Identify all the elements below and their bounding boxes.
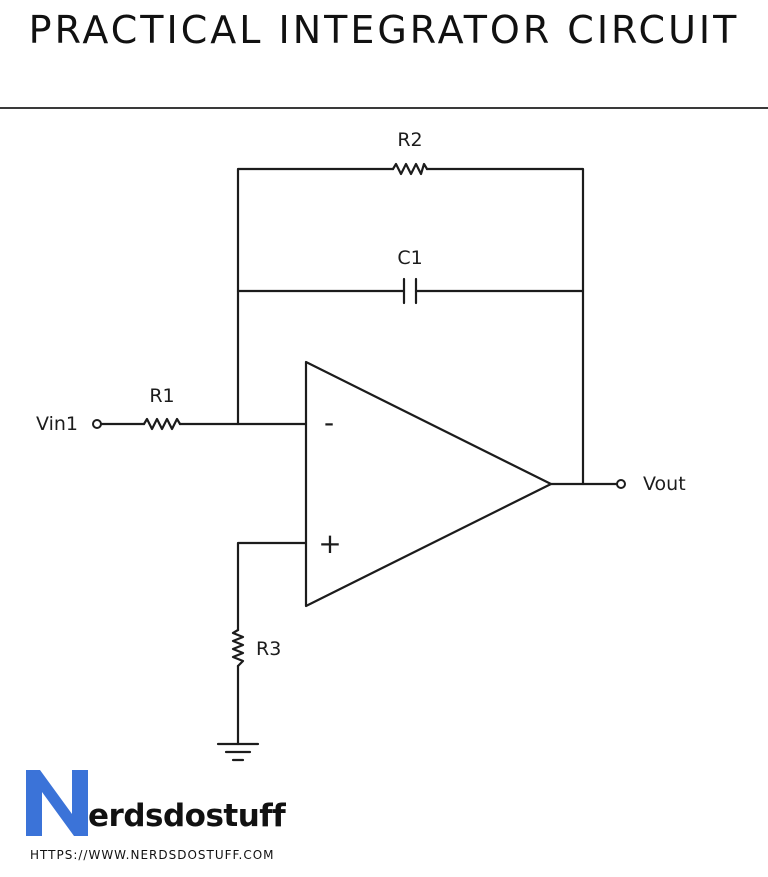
r1-resistor — [142, 417, 182, 431]
r3-label: R3 — [256, 638, 281, 660]
vout-label: Vout — [643, 473, 686, 495]
nerdsdostuff-logo-icon — [26, 770, 88, 836]
non-inverting-wire — [236, 541, 308, 746]
page-title: PRACTICAL INTEGRATOR CIRCUIT — [28, 8, 740, 52]
title-divider — [0, 107, 768, 109]
logo-n-shape — [26, 770, 88, 836]
r3-resistor — [231, 628, 245, 668]
inverting-input-sign: - — [324, 406, 334, 439]
c1-label: C1 — [397, 247, 422, 269]
vout-terminal — [616, 479, 626, 489]
ground-symbol — [216, 742, 260, 762]
r2-label: R2 — [397, 129, 422, 151]
brand-url: HTTPS://WWW.NERDSDOSTUFF.COM — [30, 848, 275, 862]
vin1-terminal — [92, 419, 102, 429]
non-inverting-input-sign: + — [318, 527, 341, 560]
brand-footer: erdsdostuff HTTPS://WWW.NERDSDOSTUFF.COM — [26, 770, 326, 870]
r2-resistor — [391, 162, 429, 176]
r1-label: R1 — [149, 385, 174, 407]
vin1-label: Vin1 — [36, 413, 78, 435]
op-amp-triangle — [304, 360, 553, 608]
r2-branch-wire — [236, 167, 585, 486]
brand-name: erdsdostuff — [88, 798, 286, 834]
